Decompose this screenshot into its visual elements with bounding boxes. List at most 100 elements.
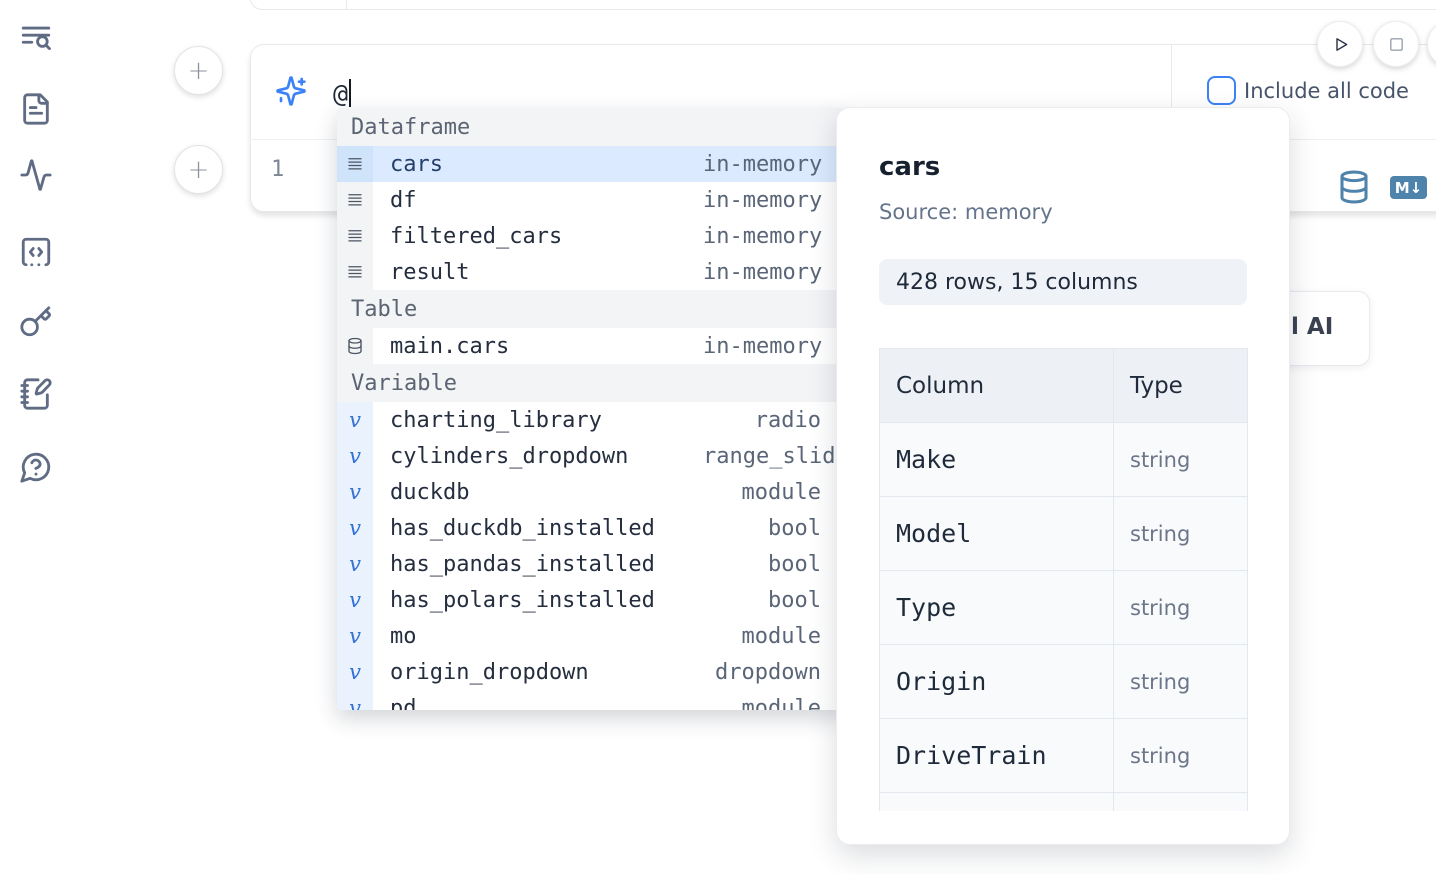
autocomplete-item-meta: in-memory (703, 259, 823, 285)
autocomplete-item-name: pd (390, 695, 417, 711)
autocomplete-popup: Dataframe cars in-memory df in-memory filtere… (337, 108, 845, 710)
autocomplete-section-header: Dataframe (337, 108, 845, 146)
panel-source: Source: memory (879, 200, 1053, 224)
panel-title: cars (879, 152, 941, 182)
autocomplete-item-name: filtered_cars (390, 223, 563, 249)
dataframe-rows-icon (337, 146, 373, 182)
activity-icon (19, 158, 53, 196)
autocomplete-item[interactable]: cars in-memory (337, 146, 845, 182)
autocomplete-item-name: has_pandas_installed (390, 551, 655, 577)
autocomplete-item[interactable]: v pd module (337, 690, 845, 710)
database-icon (337, 328, 373, 364)
autocomplete-section-header: Variable (337, 364, 845, 402)
autocomplete-item-name: main.cars (390, 333, 510, 359)
sidebar-button-key[interactable] (18, 306, 54, 342)
include-all-code-checkbox[interactable] (1207, 76, 1236, 105)
schema-column-type: string (1113, 496, 1248, 571)
sparkles-icon (275, 75, 307, 107)
variable-icon: v (337, 618, 373, 654)
autocomplete-item-meta: radio (754, 407, 821, 433)
schema-column-name: Model (879, 496, 1114, 571)
autocomplete-item[interactable]: result in-memory (337, 254, 845, 290)
autocomplete-item[interactable]: df in-memory (337, 182, 845, 218)
autocomplete-item-name: result (390, 259, 470, 285)
autocomplete-item-name: duckdb (390, 479, 470, 505)
autocomplete-item[interactable]: v has_pandas_installed bool (337, 546, 845, 582)
autocomplete-item-meta: range_slider (703, 443, 845, 469)
help-chat-icon (19, 450, 53, 488)
schema-column-name: Make (879, 422, 1114, 497)
schema-column-name: Origin (879, 644, 1114, 719)
autocomplete-item-meta: module (741, 695, 821, 711)
autocomplete-section-header: Table (337, 290, 845, 328)
autocomplete-item-name: origin_dropdown (390, 659, 589, 685)
markdown-convert-button[interactable]: M↓ (1390, 176, 1427, 199)
divider (346, 0, 347, 9)
variable-icon: v (337, 402, 373, 438)
autocomplete-item-name: cars (390, 151, 443, 177)
stop-button[interactable] (1373, 21, 1419, 67)
schema-column-type: string (1113, 644, 1248, 719)
autocomplete-item-name: charting_library (390, 407, 602, 433)
autocomplete-item-meta: bool (768, 551, 821, 577)
divider (1171, 45, 1172, 139)
key-icon (19, 305, 53, 343)
autocomplete-item-meta: in-memory (703, 187, 823, 213)
variable-icon: v (337, 438, 373, 474)
sidebar-button-notebook-pen[interactable] (18, 378, 54, 414)
code-snippet-icon (19, 235, 53, 273)
sidebar-button-help-chat[interactable] (18, 451, 54, 487)
dataframe-rows-icon (337, 254, 373, 290)
autocomplete-item[interactable]: v charting_library radio (337, 402, 845, 438)
panel-shape-badge: 428 rows, 15 columns (879, 259, 1247, 305)
schema-column-type: string (1113, 570, 1248, 645)
autocomplete-item-name: cylinders_dropdown (390, 443, 629, 469)
left-sidebar (0, 0, 72, 874)
schema-column-name: DriveTrain (879, 718, 1114, 793)
autocomplete-item-name: df (390, 187, 417, 213)
variable-icon: v (337, 546, 373, 582)
variable-icon: v (337, 582, 373, 618)
sidebar-button-text-search[interactable] (18, 22, 54, 58)
variable-icon: v (337, 654, 373, 690)
schema-header-cell: Column (879, 348, 1114, 423)
schema-header-cell: Type (1113, 348, 1248, 423)
autocomplete-item-meta: in-memory (703, 151, 823, 177)
schema-column-type: string (1113, 718, 1248, 793)
autocomplete-item-meta: bool (768, 587, 821, 613)
dataframe-rows-icon (337, 182, 373, 218)
autocomplete-item-meta: module (741, 479, 821, 505)
variable-icon: v (337, 474, 373, 510)
add-cell-above-button[interactable]: + (174, 46, 223, 95)
autocomplete-item[interactable]: v cylinders_dropdown range_slider (337, 438, 845, 474)
schema-column-type: string (1113, 422, 1248, 497)
database-icon[interactable] (1338, 169, 1370, 205)
editor-line-number: 1 (271, 157, 285, 182)
sidebar-button-code-snippet[interactable] (18, 236, 54, 272)
dataframe-rows-icon (337, 218, 373, 254)
autocomplete-item-name: has_duckdb_installed (390, 515, 655, 541)
file-text-icon (19, 92, 53, 130)
sidebar-button-file-text[interactable] (18, 93, 54, 129)
schema-column-type (1113, 792, 1248, 811)
add-cell-below-button[interactable]: + (174, 145, 223, 194)
run-cell-button[interactable] (1317, 21, 1363, 67)
ai-prompt-input[interactable]: @ (333, 76, 352, 110)
autocomplete-item-meta: module (741, 623, 821, 649)
variable-icon: v (337, 690, 373, 710)
sidebar-button-activity[interactable] (18, 159, 54, 195)
